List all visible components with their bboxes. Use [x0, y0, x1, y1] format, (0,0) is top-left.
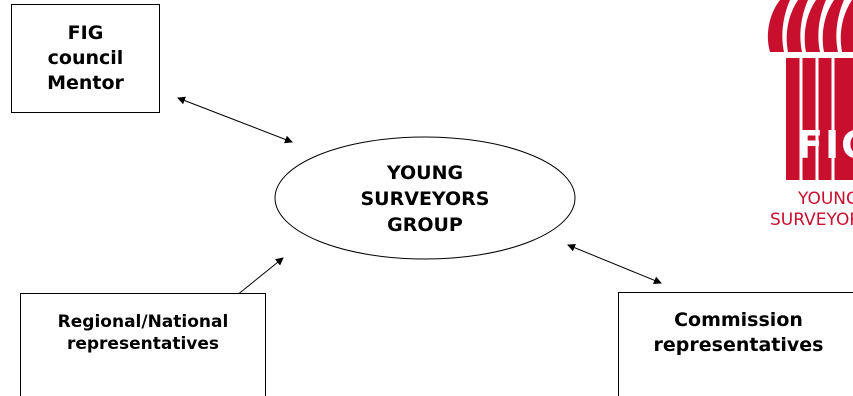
regional-label-line-2: representatives	[66, 334, 219, 354]
logo-tagline-surveyors: SURVEYORS	[770, 210, 853, 230]
commission-label-line-1: Commission	[674, 309, 803, 331]
fig-logo	[767, 0, 853, 180]
mentor-label-line-2: council	[47, 47, 124, 69]
commission-representatives-box: Commission representatives	[618, 292, 853, 396]
commission-label-line-2: representatives	[653, 334, 824, 356]
connector-mentor-group	[177, 96, 293, 144]
connector-commission-group	[567, 243, 662, 285]
regional-label-line-1: Regional/National	[57, 312, 229, 332]
mentor-label-line-3: Mentor	[47, 72, 124, 94]
regional-national-representatives-box: Regional/National representatives	[20, 293, 266, 396]
logo-tagline-young: YOUNG	[798, 189, 853, 209]
logo-brand-text: FIG	[797, 123, 853, 167]
group-ellipse	[274, 136, 576, 260]
mentor-label-line-1: FIG	[67, 22, 104, 44]
fig-council-mentor-box: FIG council Mentor	[11, 4, 160, 113]
